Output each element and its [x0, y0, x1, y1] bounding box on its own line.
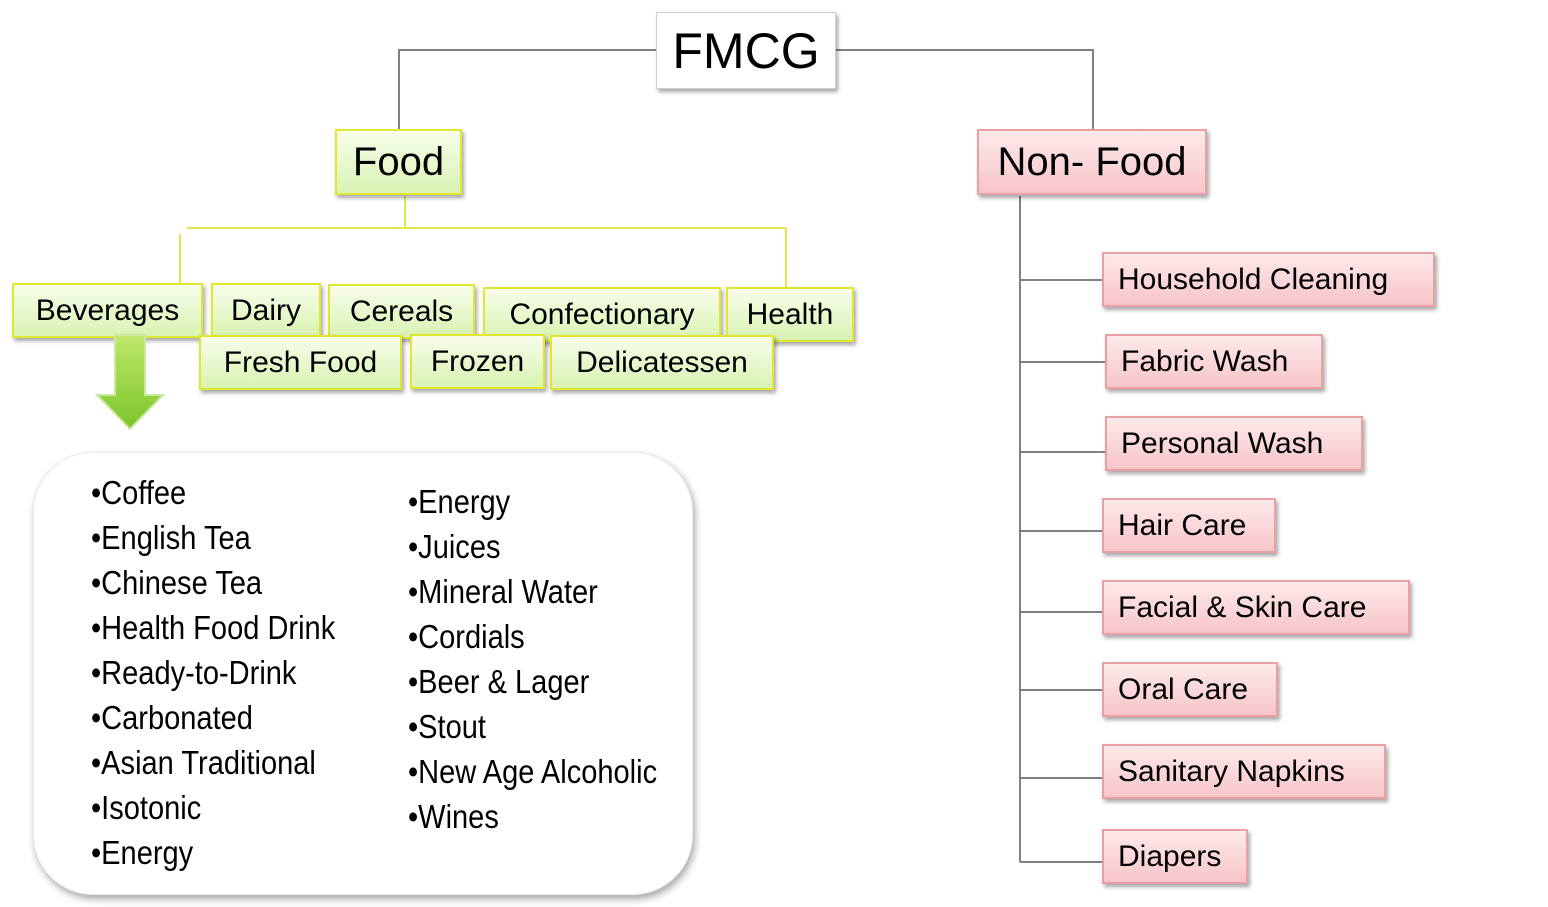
- beverages-list-left: Coffee English Tea Chinese Tea Health Fo…: [91, 470, 335, 875]
- food-category-fresh-food: Fresh Food: [199, 335, 402, 390]
- list-item: Chinese Tea: [91, 560, 335, 605]
- food-node: Food: [335, 129, 462, 195]
- nonfood-item-label: Diapers: [1118, 839, 1222, 873]
- list-item: Mineral Water: [408, 569, 657, 614]
- root-to-food-connector: [398, 49, 656, 130]
- nonfood-item-facial-skin-care: Facial & Skin Care: [1102, 580, 1410, 635]
- nonfood-item-label: Sanitary Napkins: [1118, 754, 1345, 788]
- list-item: Stout: [408, 704, 657, 749]
- list-item: Carbonated: [91, 695, 335, 740]
- food-category-dairy: Dairy: [211, 283, 321, 338]
- list-item: Cordials: [408, 614, 657, 659]
- list-item: Energy: [408, 479, 657, 524]
- list-item: English Tea: [91, 515, 335, 560]
- food-category-confectionary: Confectionary: [483, 287, 721, 342]
- list-item: Energy: [91, 830, 335, 875]
- food-label: Food: [352, 139, 445, 184]
- food-category-label: Fresh Food: [223, 345, 378, 379]
- nonfood-item-label: Oral Care: [1118, 672, 1249, 706]
- nonfood-item-hair-care: Hair Care: [1102, 498, 1276, 553]
- nonfood-item-label: Facial & Skin Care: [1118, 590, 1367, 624]
- nonfood-item-sanitary-napkins: Sanitary Napkins: [1102, 744, 1386, 799]
- food-category-beverages: Beverages: [12, 283, 203, 338]
- nonfood-node: Non- Food: [977, 129, 1207, 195]
- nonfood-item-label: Hair Care: [1118, 508, 1247, 542]
- list-item: New Age Alcoholic: [408, 749, 657, 794]
- food-category-label: Delicatessen: [576, 345, 748, 379]
- list-item: Wines: [408, 794, 657, 839]
- list-item: Health Food Drink: [91, 605, 335, 650]
- food-category-label: Beverages: [35, 293, 180, 327]
- list-item: Beer & Lager: [408, 659, 657, 704]
- fmcg-root-label: FMCG: [672, 22, 820, 79]
- food-category-label: Dairy: [230, 293, 301, 327]
- list-item: Ready-to-Drink: [91, 650, 335, 695]
- list-item: Coffee: [91, 470, 335, 515]
- nonfood-item-fabric-wash: Fabric Wash: [1105, 334, 1323, 389]
- food-category-frozen: Frozen: [410, 334, 545, 389]
- food-category-health: Health: [726, 287, 854, 342]
- list-item: Juices: [408, 524, 657, 569]
- food-category-label: Health: [746, 297, 834, 331]
- list-item: Isotonic: [91, 785, 335, 830]
- nonfood-label: Non- Food: [997, 139, 1187, 184]
- nonfood-item-household-cleaning: Household Cleaning: [1102, 252, 1435, 307]
- nonfood-item-label: Household Cleaning: [1118, 262, 1389, 296]
- food-category-label: Confectionary: [509, 297, 695, 331]
- nonfood-item-label: Fabric Wash: [1121, 344, 1289, 378]
- food-category-delicatessen: Delicatessen: [550, 335, 774, 390]
- nonfood-item-personal-wash: Personal Wash: [1105, 416, 1363, 471]
- list-item: Asian Traditional: [91, 740, 335, 785]
- food-category-label: Frozen: [430, 344, 525, 378]
- down-arrow-icon: [95, 334, 165, 431]
- root-to-nonfood-connector: [836, 49, 1094, 130]
- nonfood-item-label: Personal Wash: [1121, 426, 1324, 460]
- nonfood-item-oral-care: Oral Care: [1102, 662, 1278, 717]
- fmcg-root-node: FMCG: [656, 12, 836, 89]
- food-category-cereals: Cereals: [328, 284, 475, 339]
- food-category-label: Cereals: [349, 294, 454, 328]
- beverages-list-right: Energy Juices Mineral Water Cordials Bee…: [408, 479, 657, 839]
- nonfood-item-diapers: Diapers: [1102, 829, 1248, 884]
